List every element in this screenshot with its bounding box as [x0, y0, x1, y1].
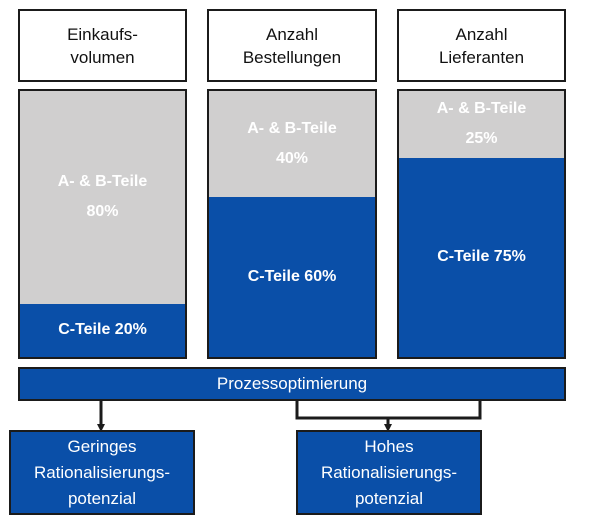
header-einkaufsvolumen: Einkaufs- volumen: [18, 9, 187, 82]
segment-ab-teile: A- & B-Teile 40%: [209, 91, 375, 198]
bracket-hohes: [295, 401, 482, 420]
process-optimization-bar: Prozessoptimierung: [18, 367, 566, 401]
result-geringes-potenzial: Geringes Rationalisierungs- potenzial: [9, 430, 195, 515]
header-anzahl-lieferanten: Anzahl Lieferanten: [397, 9, 566, 82]
column-einkaufsvolumen: A- & B-Teile 80% C-Teile 20%: [18, 89, 187, 359]
column-anzahl-bestellungen: A- & B-Teile 40% C-Teile 60%: [207, 89, 377, 359]
segment-c-teile: C-Teile 75%: [399, 157, 564, 357]
segment-c-teile: C-Teile 20%: [20, 303, 185, 357]
segment-ab-teile: A- & B-Teile 80%: [20, 91, 185, 304]
header-anzahl-bestellungen: Anzahl Bestellungen: [207, 9, 377, 82]
result-hohes-potenzial: Hohes Rationalisierungs- potenzial: [296, 430, 482, 515]
segment-ab-teile: A- & B-Teile 25%: [399, 91, 564, 158]
segment-c-teile: C-Teile 60%: [209, 197, 375, 357]
column-anzahl-lieferanten: A- & B-Teile 25% C-Teile 75%: [397, 89, 566, 359]
